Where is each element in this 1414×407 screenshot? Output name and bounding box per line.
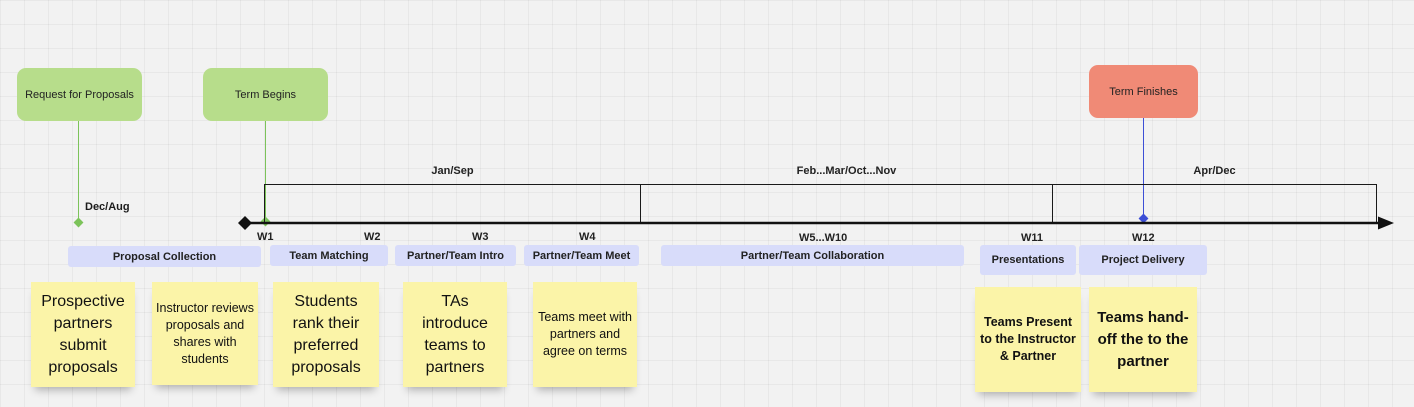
phase-partner-team-intro[interactable]: Partner/Team Intro	[395, 245, 516, 266]
timeline-start-diamond	[238, 216, 252, 230]
sticky-note-instructor-reviews[interactable]: Instructor reviews proposals and shares …	[152, 282, 258, 385]
milestone-request-for-proposals[interactable]: Request for Proposals	[17, 68, 142, 121]
phase-proposal-collection[interactable]: Proposal Collection	[68, 246, 261, 267]
period-box-3	[1052, 184, 1377, 223]
period-label-1: Jan/Sep	[431, 165, 474, 177]
week-label-w5-w10: W5...W10	[799, 232, 848, 244]
week-label-w3: W3	[472, 231, 489, 243]
milestone-term-begins[interactable]: Term Begins	[203, 68, 328, 121]
phase-team-matching[interactable]: Team Matching	[270, 245, 388, 266]
rfp-connector-line	[78, 121, 79, 221]
week-label-w1: W1	[257, 231, 274, 243]
phase-partner-team-meet[interactable]: Partner/Team Meet	[524, 245, 639, 266]
sticky-note-teams-hand-off[interactable]: Teams hand-off the to the partner	[1089, 287, 1197, 392]
sticky-note-teams-meet[interactable]: Teams meet with partners and agree on te…	[533, 282, 637, 387]
week-label-w2: W2	[364, 231, 381, 243]
sticky-note-students-rank[interactable]: Students rank their preferred proposals	[273, 282, 379, 387]
start-date-label: Dec/Aug	[85, 201, 130, 213]
phase-project-delivery[interactable]: Project Delivery	[1079, 245, 1207, 275]
week-label-w11: W11	[1021, 232, 1044, 244]
sticky-note-prospective-partners[interactable]: Prospective partners submit proposals	[31, 282, 135, 387]
sticky-note-tas-introduce[interactable]: TAs introduce teams to partners	[403, 282, 507, 387]
period-label-2: Feb...Mar/Oct...Nov	[796, 165, 897, 177]
period-label-3: Apr/Dec	[1193, 165, 1236, 177]
phase-presentations[interactable]: Presentations	[980, 245, 1076, 275]
term-begins-connector-line	[265, 121, 266, 221]
phase-partner-team-collaboration[interactable]: Partner/Team Collaboration	[661, 245, 964, 266]
timeline-arrow-head	[1378, 216, 1394, 230]
week-label-w12: W12	[1132, 232, 1155, 244]
week-label-w4: W4	[579, 231, 596, 243]
term-finishes-connector-line	[1143, 118, 1144, 218]
milestone-term-finishes[interactable]: Term Finishes	[1089, 65, 1198, 118]
sticky-note-teams-present[interactable]: Teams Present to the Instructor & Partne…	[975, 287, 1081, 392]
